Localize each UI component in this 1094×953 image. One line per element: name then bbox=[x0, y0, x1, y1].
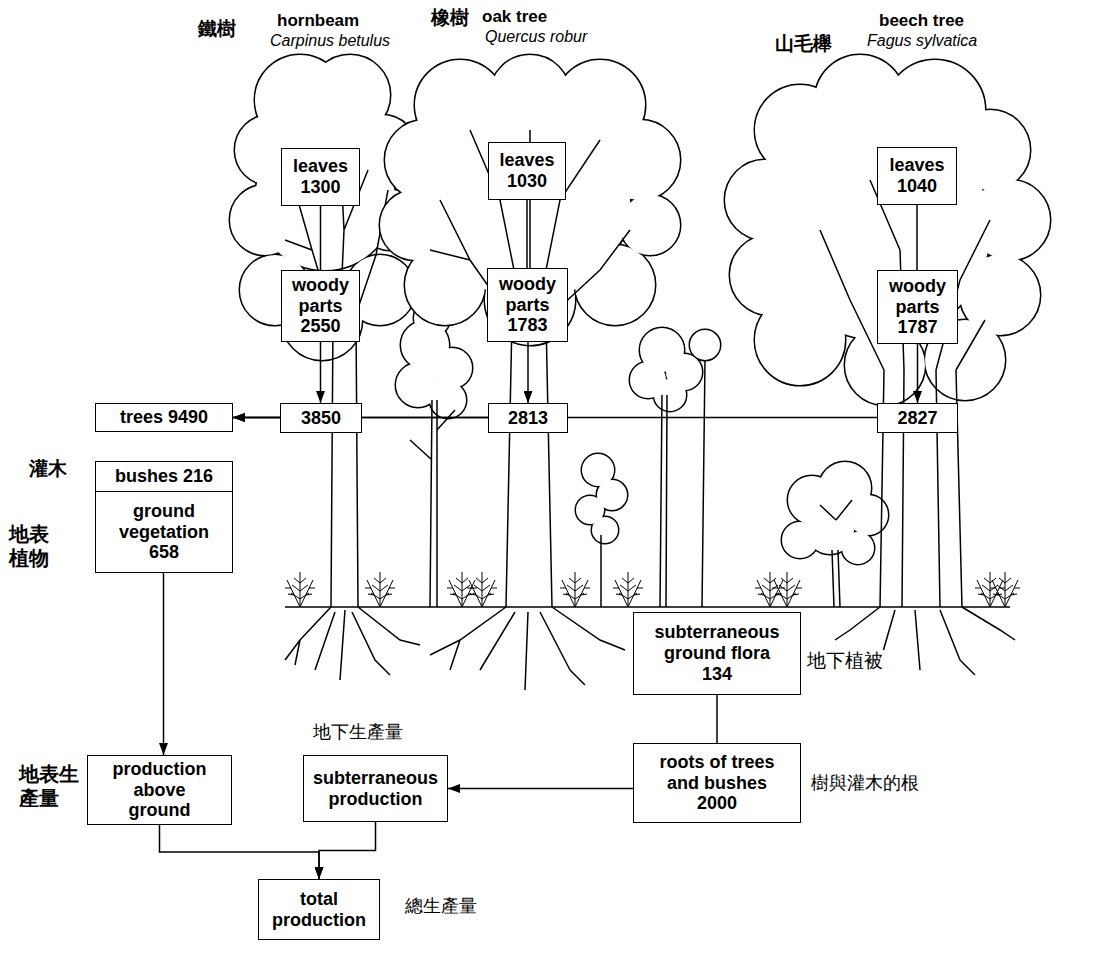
annotation-label: oak tree bbox=[481, 7, 548, 27]
box-text: bushes 216 bbox=[115, 466, 213, 487]
connector-line bbox=[716, 695, 718, 743]
quantity-box: production above ground bbox=[87, 755, 232, 825]
box-text: 2813 bbox=[508, 408, 548, 429]
flow-arrow bbox=[527, 342, 529, 403]
box-text: subterraneous production bbox=[311, 768, 441, 809]
tree-trunk bbox=[820, 180, 990, 607]
annotation-label: beech tree bbox=[878, 11, 965, 31]
quantity-box: leaves 1040 bbox=[877, 147, 957, 205]
annotation-label: 山毛櫸 bbox=[774, 33, 833, 55]
box-text: leaves 1040 bbox=[884, 155, 950, 196]
box-text: woody parts 1787 bbox=[885, 276, 951, 338]
ground-line bbox=[285, 606, 1010, 608]
box-text: woody parts 1783 bbox=[495, 274, 561, 336]
annotation-label: 地下生產量 bbox=[312, 722, 404, 743]
annotation-label: 灌木 bbox=[28, 458, 68, 480]
fern bbox=[613, 572, 643, 607]
tree-roots bbox=[430, 607, 625, 690]
fern bbox=[772, 572, 802, 607]
quantity-box: bushes 216 bbox=[95, 461, 233, 492]
fern bbox=[447, 572, 477, 607]
fern bbox=[755, 572, 785, 607]
box-text: leaves 1030 bbox=[494, 150, 560, 191]
beech-tree bbox=[725, 55, 1050, 675]
annotation-label: Carpinus betulus bbox=[269, 32, 391, 50]
quantity-box: total production bbox=[258, 879, 380, 940]
fern bbox=[990, 572, 1020, 607]
box-text: subterraneous ground flora 134 bbox=[650, 622, 785, 684]
box-text: production above ground bbox=[105, 759, 215, 821]
box-text: trees 9490 bbox=[120, 407, 208, 428]
tree-roots bbox=[285, 607, 420, 680]
tree-crown-fill bbox=[725, 55, 1050, 405]
connectors bbox=[160, 200, 918, 879]
bush-crown-fill bbox=[782, 462, 888, 564]
tree-crown-outline bbox=[725, 55, 1050, 405]
box-text: leaves 1300 bbox=[288, 156, 354, 197]
flow-arrow bbox=[163, 573, 165, 755]
sapling-stems bbox=[410, 360, 852, 607]
fern bbox=[560, 572, 590, 607]
quantity-box: subterraneous production bbox=[303, 755, 448, 822]
flow-arrow bbox=[319, 822, 376, 879]
annotation-label: 地表生產量 bbox=[18, 762, 80, 810]
quantity-box: leaves 1300 bbox=[281, 148, 360, 206]
flow-arrow bbox=[917, 344, 919, 403]
quantity-box: woody parts 1783 bbox=[487, 268, 568, 342]
connector-line bbox=[916, 205, 918, 270]
annotation-label: 總生產量 bbox=[404, 896, 478, 917]
annotation-label: 樹與灌木的根 bbox=[810, 773, 920, 794]
fern bbox=[365, 572, 395, 607]
quantity-box: 2813 bbox=[488, 403, 568, 433]
annotation-label: 鐵樹 bbox=[197, 18, 237, 40]
box-text: 3850 bbox=[301, 408, 341, 429]
quantity-box: roots of trees and bushes 2000 bbox=[633, 743, 801, 823]
annotation-label: 地表植物 bbox=[8, 522, 50, 570]
sapling-crown-outline bbox=[576, 454, 627, 543]
flow-arrow bbox=[320, 342, 322, 403]
fern bbox=[285, 572, 315, 607]
quantity-box: leaves 1030 bbox=[488, 142, 566, 200]
quantity-box: woody parts 2550 bbox=[281, 270, 360, 342]
annotation-label: 地下植被 bbox=[806, 650, 884, 672]
flow-arrow bbox=[160, 825, 320, 879]
connector-line bbox=[526, 200, 528, 268]
tree-trunk bbox=[430, 130, 630, 607]
sapling-crown-fill bbox=[576, 454, 627, 543]
box-text: ground vegetation 658 bbox=[104, 501, 224, 563]
annotation-label: hornbeam bbox=[276, 11, 360, 31]
quantity-box: trees 9490 bbox=[95, 403, 233, 432]
annotation-label: Fagus sylvatica bbox=[866, 32, 978, 50]
annotation-label: Quercus robur bbox=[484, 28, 588, 46]
ferns bbox=[285, 572, 1020, 607]
oak-tree bbox=[380, 55, 680, 690]
box-text: total production bbox=[264, 889, 374, 930]
tree-trunk bbox=[285, 150, 388, 607]
quantity-box: subterraneous ground flora 134 bbox=[633, 612, 801, 695]
quantity-box: ground vegetation 658 bbox=[95, 491, 233, 573]
box-text: roots of trees and bushes 2000 bbox=[650, 752, 785, 814]
connector-line bbox=[320, 206, 322, 270]
fern bbox=[467, 572, 497, 607]
flow-arrow bbox=[448, 788, 633, 790]
box-text: 2827 bbox=[897, 408, 937, 429]
quantity-box: woody parts 1787 bbox=[877, 270, 958, 344]
bush-crown-outline bbox=[782, 462, 888, 564]
quantity-box: 3850 bbox=[280, 403, 362, 433]
fern bbox=[975, 572, 1005, 607]
box-text: woody parts 2550 bbox=[288, 275, 354, 337]
annotation-label: 橡樹 bbox=[430, 7, 470, 29]
quantity-box: 2827 bbox=[877, 403, 958, 433]
